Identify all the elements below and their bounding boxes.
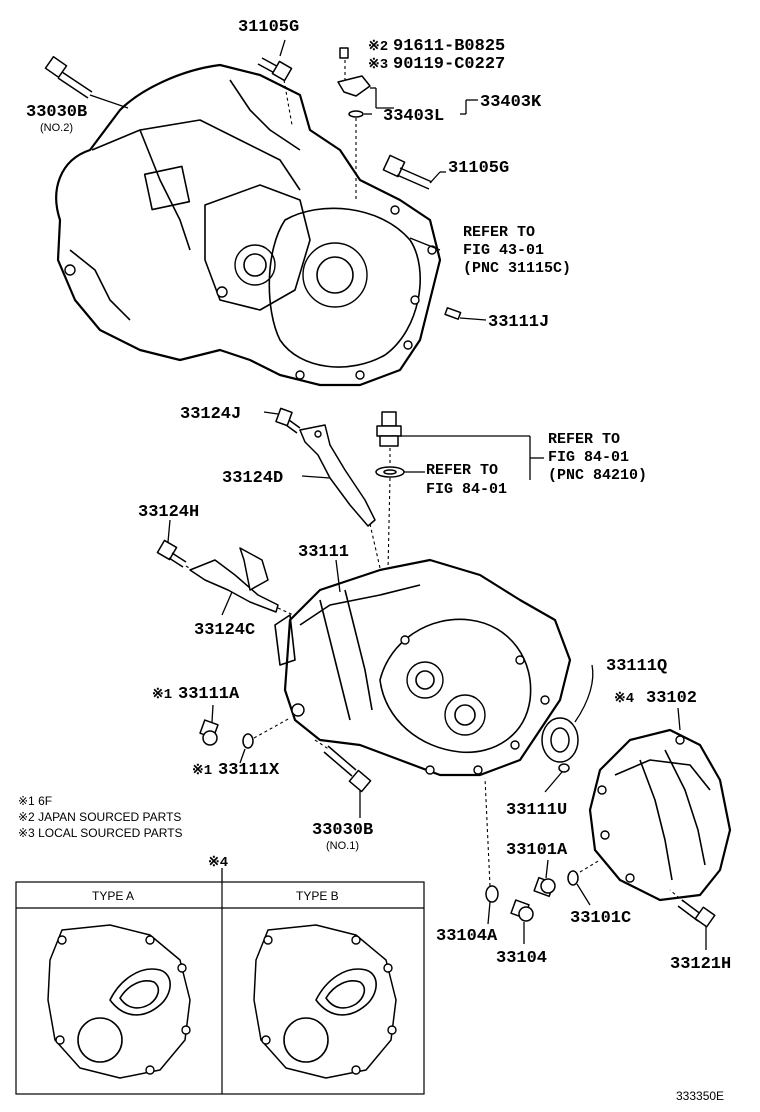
plug-33111A-icon xyxy=(199,719,219,746)
ref1-line1: REFER TO xyxy=(463,224,535,241)
part-label-33104A: 33104A xyxy=(436,927,498,946)
oil-seal-33111Q-icon xyxy=(541,717,579,763)
transaxle-case-drawing xyxy=(274,558,572,777)
gasket-33111X-icon xyxy=(242,733,254,749)
ref1-line3: (PNC 31115C) xyxy=(463,260,571,277)
sensor-switch-icon xyxy=(375,411,405,478)
part-label-31105G-mid: 31105G xyxy=(448,159,509,178)
ref1-line2: FIG 43-01 xyxy=(463,242,544,259)
bolt-33121H-icon xyxy=(677,899,716,928)
part-label-33101C: 33101C xyxy=(570,909,631,928)
ref2-line1: REFER TO xyxy=(548,431,620,448)
part-33102-marker: ※4 xyxy=(614,691,634,707)
note-2: ※2 JAPAN SOURCED PARTS xyxy=(18,810,181,824)
bolt1-marker: ※2 xyxy=(368,39,388,55)
part-label-33030B-bottom: 33030B xyxy=(312,821,373,840)
part-label-33111X: 33111X xyxy=(218,761,280,780)
type-b-label: TYPE B xyxy=(296,889,339,903)
bolt2-marker: ※3 xyxy=(368,57,388,73)
part-label-33102: 33102 xyxy=(646,689,697,708)
part-label-33124J: 33124J xyxy=(180,405,241,424)
bolt-33124H-icon xyxy=(156,539,187,568)
part-label-33104: 33104 xyxy=(496,949,547,968)
type-comparison-box xyxy=(15,868,425,1095)
bracket-33124C-icon xyxy=(189,547,279,613)
ref2-line3: (PNC 84210) xyxy=(548,467,647,484)
part-label-33124C: 33124C xyxy=(194,621,255,640)
ref2-line2: FIG 84-01 xyxy=(548,449,629,466)
bolt-33124J-icon xyxy=(275,407,301,434)
part-label-33111A: 33111A xyxy=(178,685,240,704)
pin-33111J-icon xyxy=(444,307,462,320)
clamp-33403L-icon xyxy=(337,47,371,118)
part-33111X-marker: ※1 xyxy=(192,763,212,779)
part-label-33403K: 33403K xyxy=(480,93,542,112)
case-cover-33102-drawing xyxy=(588,728,732,902)
note-1: ※1 6F xyxy=(18,794,52,808)
type-marker: ※4 xyxy=(208,855,228,871)
ref3-line1: REFER TO xyxy=(426,462,498,479)
part-label-33403L: 33403L xyxy=(383,107,444,126)
gasket-33101C-icon xyxy=(567,870,579,886)
part-label-33124D: 33124D xyxy=(222,469,283,488)
part-label-33030B-top: 33030B xyxy=(26,103,87,122)
part-label-33030B-top-sub: (NO.2) xyxy=(40,122,73,134)
bolt-33030B-top-icon xyxy=(44,55,93,99)
part-label-33111U: 33111U xyxy=(506,801,567,820)
part-label-33121H: 33121H xyxy=(670,955,731,974)
part-label-90119-C0227: 90119-C0227 xyxy=(393,55,505,74)
plug-33104-icon xyxy=(510,899,534,922)
part-label-33111J: 33111J xyxy=(488,313,549,332)
type-a-label: TYPE A xyxy=(92,889,134,903)
part-label-91611-B0825: 91611-B0825 xyxy=(393,37,505,56)
part-label-33124H: 33124H xyxy=(138,503,199,522)
bolt-31105G-top-icon xyxy=(257,57,293,82)
gasket-33104A-icon xyxy=(485,885,499,903)
bolt-31105G-mid-icon xyxy=(382,154,433,190)
plug-33101A-icon xyxy=(533,876,556,898)
part-label-33030B-bottom-sub: (NO.1) xyxy=(326,840,359,852)
pin-33111U-icon xyxy=(558,763,570,773)
gasket-type-b-drawing xyxy=(253,924,397,1079)
note-3: ※3 LOCAL SOURCED PARTS xyxy=(18,826,183,840)
part-label-33111Q: 33111Q xyxy=(606,657,667,676)
ref3-line2: FIG 84-01 xyxy=(426,481,507,498)
part-label-33111: 33111 xyxy=(298,543,349,562)
part-33111A-marker: ※1 xyxy=(152,687,172,703)
bracket-33124D-icon xyxy=(299,424,376,527)
bolt-33030B-bottom-icon xyxy=(323,745,372,793)
figure-id: 333350E xyxy=(676,1089,724,1103)
gasket-type-a-drawing xyxy=(47,924,191,1079)
part-label-33101A: 33101A xyxy=(506,841,568,860)
clutch-housing-drawing xyxy=(55,63,442,387)
part-label-31105G-top: 31105G xyxy=(238,18,299,37)
